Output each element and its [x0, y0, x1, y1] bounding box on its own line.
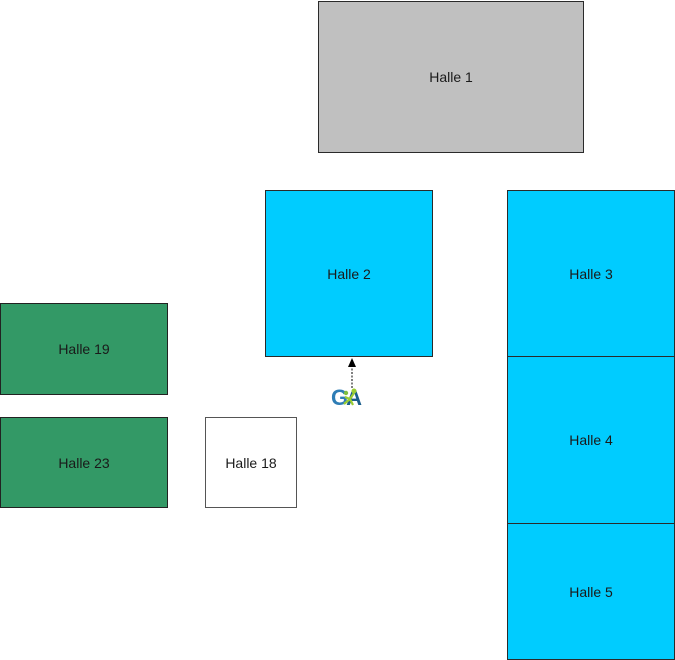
hall-label: Halle 3 — [569, 265, 613, 282]
hall-label: Halle 2 — [327, 265, 371, 282]
hall-1: Halle 1 — [318, 1, 584, 153]
hall-4: Halle 4 — [507, 356, 675, 524]
hall-3: Halle 3 — [507, 190, 675, 357]
hall-23: Halle 23 — [0, 417, 168, 508]
figure-icon — [343, 388, 357, 406]
hall-18: Halle 18 — [205, 417, 297, 508]
hall-label: Halle 19 — [58, 341, 110, 357]
hall-2: Halle 2 — [265, 190, 433, 357]
hall-label: Halle 1 — [429, 69, 473, 85]
hall-19: Halle 19 — [0, 303, 168, 395]
hall-label: Halle 23 — [58, 454, 110, 471]
logo-letter-a: A — [346, 385, 362, 410]
arrow-icon — [348, 358, 356, 388]
hall-5: Halle 5 — [507, 523, 675, 660]
ga-logo-icon: GA — [331, 385, 362, 411]
hall-label: Halle 4 — [569, 432, 613, 448]
hall-label: Halle 5 — [569, 583, 613, 600]
hall-label: Halle 18 — [225, 454, 277, 471]
